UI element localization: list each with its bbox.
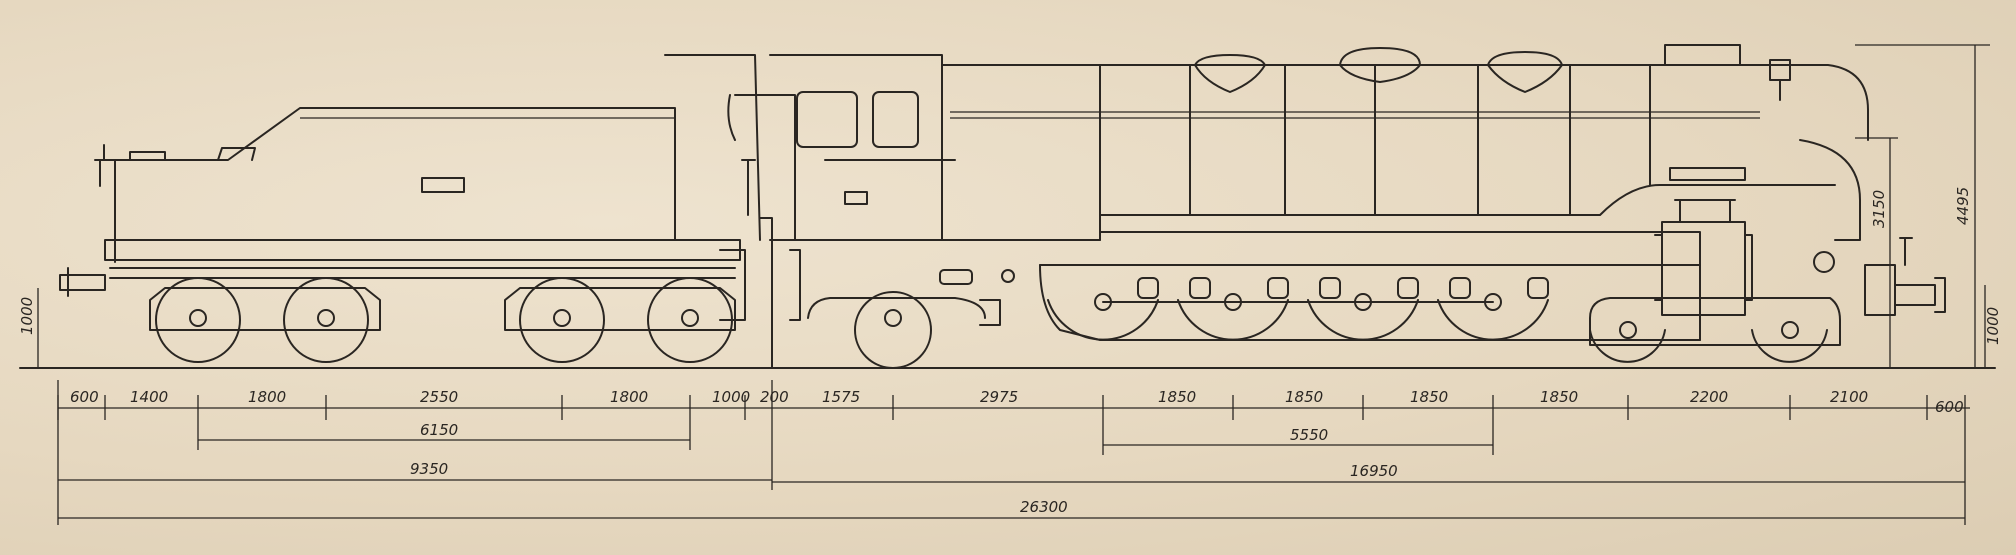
overall-length-label: 26300: [1020, 498, 1068, 516]
tender-frame: [104, 239, 741, 261]
engine-frame: [784, 231, 1701, 341]
boiler: [941, 44, 1869, 273]
tender-wheel: [283, 277, 369, 363]
tender-plate: [421, 177, 465, 193]
spring-housings: [1137, 277, 1549, 299]
dimension-lines: [37, 44, 1990, 525]
dim-label: 600: [70, 388, 99, 406]
boiler-bands: [1099, 64, 1651, 216]
smokebox-front: [1799, 139, 1861, 241]
driving-wheels: [1047, 293, 1549, 341]
tender-length-label: 9350: [410, 460, 448, 478]
dimension-labels: 600 1400 1800 2550 1800 1000 200 1575 29…: [18, 187, 2002, 516]
sand-dome: [1194, 54, 1266, 93]
number-plate: [1669, 167, 1746, 181]
dim-label: 1850: [1410, 388, 1448, 406]
tender-bogie-rear: [504, 287, 736, 331]
tender-wheel: [647, 277, 733, 363]
boiler-height-label: 3150: [1870, 190, 1888, 228]
total-height-label: 4495: [1954, 187, 1972, 225]
cab-window: [872, 91, 919, 148]
engine-chassis: [784, 199, 1946, 369]
cylinder: [1661, 221, 1746, 316]
leading-bogie: [1589, 297, 1841, 346]
tender-body: [114, 107, 676, 263]
front-buffer: [1894, 277, 1946, 313]
headlamp: [1769, 59, 1791, 101]
tender-wheel: [155, 277, 241, 363]
cab-step-post: [759, 217, 773, 369]
dim-label: 2975: [980, 388, 1018, 406]
dim-label: 1850: [1158, 388, 1196, 406]
driving-wheel: [1437, 299, 1549, 341]
buffer-beam: [1864, 264, 1896, 316]
dimension-ticks: [57, 380, 1966, 525]
dim-label: 2100: [1830, 388, 1868, 406]
dim-label: 1800: [610, 388, 648, 406]
dim-label: 200: [760, 388, 789, 406]
dim-label: 2200: [1690, 388, 1728, 406]
tender-wheel: [519, 277, 605, 363]
buffer-height-left-label: 1000: [18, 297, 36, 335]
trailing-wheel: [854, 291, 932, 369]
sand-dome: [1487, 51, 1563, 93]
dim-label: 1800: [248, 388, 286, 406]
chimney: [1664, 44, 1741, 66]
coupled-wheelbase-label: 5550: [1290, 426, 1328, 444]
leading-wheel: [1589, 329, 1666, 363]
boiler-top: [941, 64, 1869, 141]
leading-wheel: [1751, 329, 1828, 363]
driving-wheel: [1177, 299, 1289, 341]
trailing-truck: [807, 297, 986, 319]
tender-wheelbase-label: 6150: [420, 421, 458, 439]
dim-label: 2550: [420, 388, 458, 406]
dim-label: 1850: [1285, 388, 1323, 406]
buffer-height-right-label: 1000: [1984, 307, 2002, 345]
driving-wheel: [1307, 299, 1419, 341]
dim-label: 1850: [1540, 388, 1578, 406]
cab: [664, 54, 956, 369]
tender-bogie-front: [149, 287, 381, 331]
dim-label: 600: [1935, 398, 1964, 416]
engine-length-label: 16950: [1350, 462, 1398, 480]
tender-buffer: [59, 267, 106, 297]
boiler-running-board: [941, 184, 1836, 241]
tender: [59, 107, 746, 363]
cab-front-post: [664, 54, 761, 241]
dim-label: 1000: [712, 388, 750, 406]
dim-label: 1400: [130, 388, 168, 406]
cab-window: [796, 91, 858, 148]
steam-dome: [1339, 47, 1421, 83]
driving-wheel: [1047, 299, 1159, 341]
dim-label: 1575: [822, 388, 860, 406]
